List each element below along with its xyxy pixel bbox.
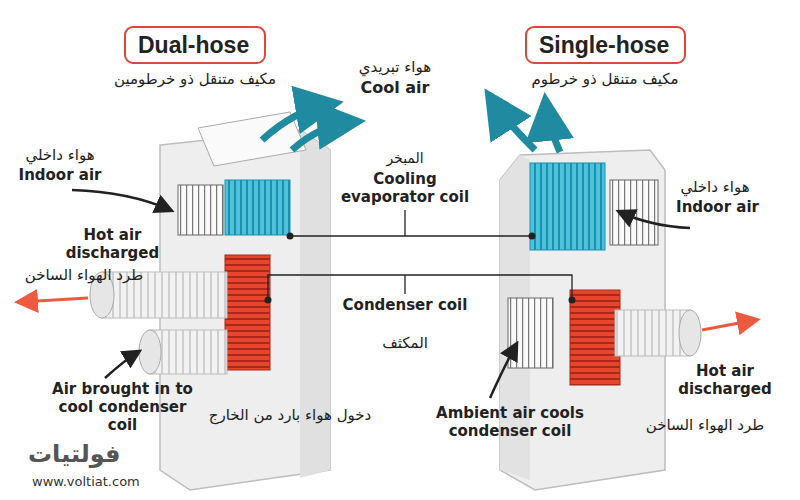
callout-label: Indoor air: [10, 166, 110, 184]
callout-label: Cool air: [345, 78, 445, 97]
callout-label: Condenser coil: [340, 296, 470, 314]
callout-label: Indoor air: [655, 198, 780, 216]
watermark: فولتيات: [28, 440, 178, 469]
callout-label: طرد الهواء الساخن: [4, 266, 164, 284]
callout-label: المكثف: [355, 334, 455, 352]
callout-label: هواء داخلي: [10, 146, 110, 164]
callout-label: Hot air discharged: [665, 362, 785, 398]
callout-label: مكيف متنقل ذو خرطومين: [85, 70, 305, 88]
callout-label: دخول هواء بارد من الخارج: [190, 406, 390, 424]
callout-label: هواء داخلي: [660, 178, 770, 196]
title-box: Dual-hose: [124, 26, 266, 64]
title-text: Single-hose: [539, 31, 672, 59]
title-box: Single-hose: [525, 26, 686, 64]
callout-label: Cooling evaporator coil: [330, 170, 480, 206]
callout-label: طرد الهواء الساخن: [625, 416, 785, 434]
callout-label: Hot air discharged: [55, 226, 170, 262]
callout-label: Air brought in to cool condenser coil: [50, 380, 195, 434]
title-text: Dual-hose: [138, 31, 252, 59]
callout-label: المبخر: [355, 150, 455, 167]
callout-label: هواء تبريدي: [345, 58, 445, 76]
callout-label: Ambient air cools condenser coil: [420, 404, 600, 440]
watermark: www.voltiat.com: [32, 474, 192, 490]
callout-label: مكيف متنقل ذو خرطوم: [505, 70, 705, 88]
